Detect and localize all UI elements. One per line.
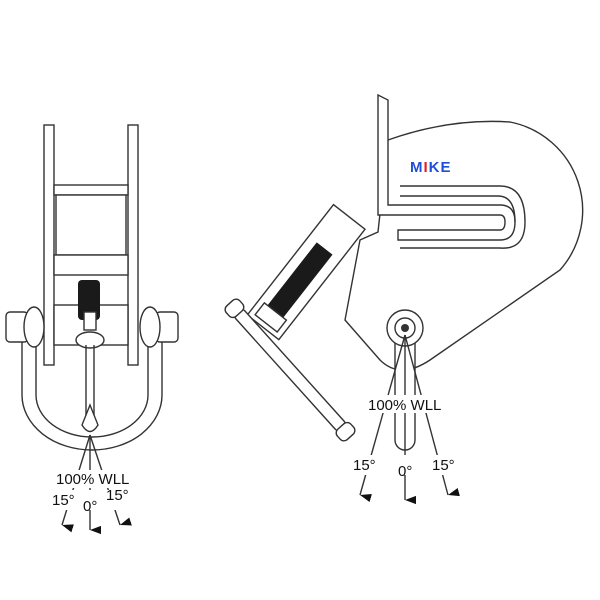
- side-angle-right: 15°: [432, 457, 455, 474]
- side-angle-left: 15°: [353, 457, 376, 474]
- jaw-top: [53, 184, 129, 196]
- side-plate-left: [43, 124, 55, 366]
- front-view: 100% WLL 15° 0° 15°: [5, 124, 179, 535]
- jaw-bottom: [53, 254, 129, 276]
- screw-nut: [83, 311, 97, 331]
- side-view: 100% WLL 15° 0° 15°: [224, 93, 584, 505]
- front-angle-left: 15°: [52, 492, 75, 509]
- load-point: [81, 403, 99, 433]
- side-plate-right: [127, 124, 139, 366]
- front-angle-center: 0°: [83, 498, 97, 515]
- side-load-label: 100% WLL: [368, 397, 441, 414]
- side-angle-center: 0°: [398, 463, 412, 480]
- threaded-screw: [78, 280, 100, 320]
- front-angle-right: 15°: [106, 487, 129, 504]
- front-load-label: 100% WLL: [56, 471, 129, 488]
- brand-logo: MIKE: [410, 159, 452, 176]
- pivot-eye: [75, 331, 105, 349]
- jaw-plate: [377, 93, 516, 241]
- clamp-body: [55, 194, 127, 256]
- threaded-screw-side: [267, 242, 333, 318]
